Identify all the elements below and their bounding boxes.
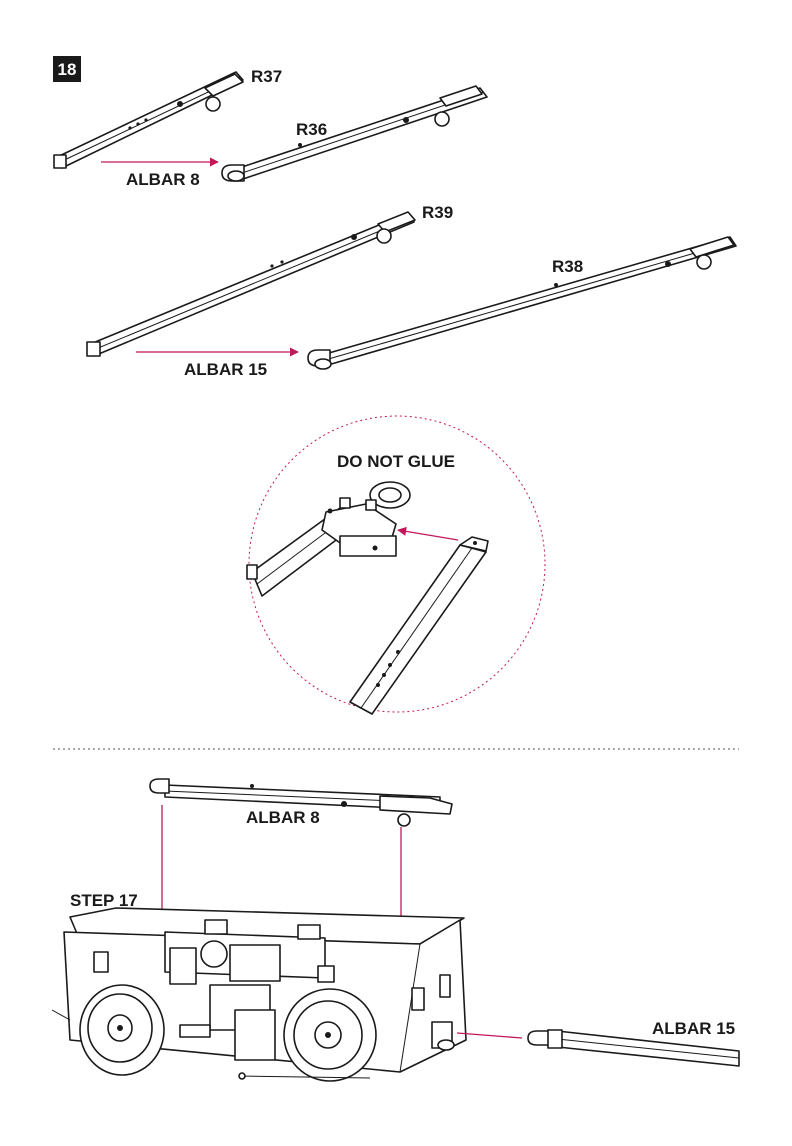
label-do-not-glue: DO NOT GLUE [337,452,455,471]
label-step17: STEP 17 [70,891,138,910]
vehicle-wheel-right [283,988,377,1082]
albar15-left-part [86,211,416,357]
guide-line-albar15 [456,1032,523,1039]
label-albar15-top: ALBAR 15 [184,360,267,379]
albar8-assembled-bar [149,778,453,827]
label-albar8-top: ALBAR 8 [126,170,200,189]
vehicle-wheel-left [79,984,165,1076]
albar15-right-part [307,236,737,370]
vehicle-front-strap [51,1009,371,1080]
vehicle-tow-hitch [431,1021,455,1051]
albar8-right-part [221,85,488,182]
label-albar15-bottom: ALBAR 15 [652,1019,735,1038]
label-r36: R36 [296,120,327,139]
label-r38: R38 [552,257,583,276]
albar8-left-part [53,71,244,169]
detail-insert-arrow [397,526,459,541]
detail-hitch-joint [246,481,411,597]
step-number: 18 [58,60,77,79]
label-r39: R39 [422,203,453,222]
albar15-assembled-bar [527,1029,740,1067]
step-badge: 18 [53,56,81,82]
label-r37: R37 [251,67,282,86]
detail-bar-end [349,536,489,715]
label-albar8-bottom: ALBAR 8 [246,808,320,827]
detail-callout-circle [248,415,546,713]
